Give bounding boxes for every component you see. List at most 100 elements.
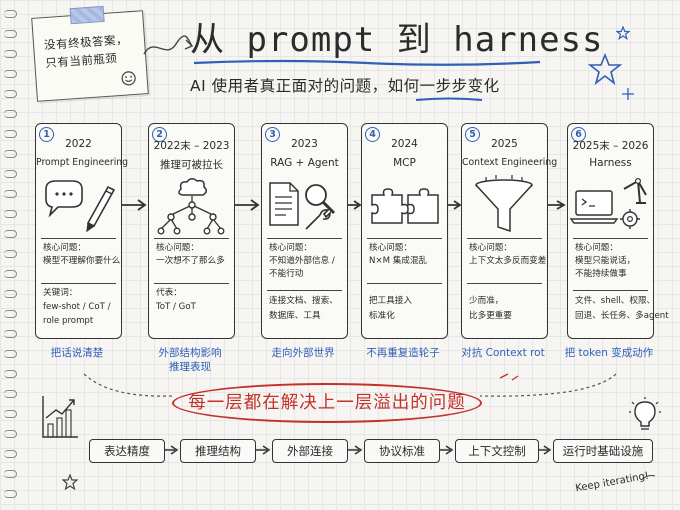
- arrow-right-icon: [122, 199, 147, 211]
- problem-line: 上下文太多反而变差: [469, 256, 547, 266]
- smiley-icon: [121, 71, 136, 86]
- stage-caption: 外部结构影响推理表现: [141, 346, 239, 374]
- flow-step: 外部连接: [272, 439, 348, 463]
- binding-ring: [4, 410, 17, 418]
- stage-caption: 把话说清楚: [28, 346, 126, 360]
- divider: [467, 283, 542, 284]
- lightbulb-icon: [629, 397, 661, 430]
- puzzle-pieces-icon: [371, 188, 439, 224]
- detail-line: role prompt: [43, 316, 94, 326]
- arrow-right-icon: [235, 199, 260, 211]
- divider: [267, 238, 342, 239]
- stage-year: 2025末 – 2026: [572, 140, 649, 152]
- binding-ring: [4, 430, 17, 438]
- stage-caption: 走向外部世界: [254, 346, 352, 360]
- stage-topic: RAG + Agent: [270, 157, 339, 169]
- problem-line: 模型只能说话，: [575, 256, 636, 266]
- sparkle-icon: [622, 88, 634, 100]
- arrow-right-icon: [547, 200, 566, 210]
- binding-ring: [4, 70, 17, 78]
- caption-line: 走向外部世界: [271, 347, 335, 359]
- binding-ring: [4, 250, 17, 258]
- stage-year: 2025: [491, 138, 518, 150]
- binding-ring: [4, 310, 17, 318]
- stage-card-4: 4 2024 MCP 核心问题： N×M 集成混乱 把工具接入 标准化: [361, 123, 448, 339]
- title-underline: [193, 59, 541, 66]
- detail-line: ToT / GoT: [156, 302, 196, 312]
- flow-step: 运行时基础设施: [553, 439, 653, 463]
- flow-step: 上下文控制: [455, 439, 539, 463]
- page-title: 从 prompt 到 harness: [190, 20, 604, 60]
- binding-ring: [4, 110, 17, 118]
- stage-year: 2024: [391, 138, 418, 150]
- stage-number: 4: [365, 127, 380, 142]
- problem-line: 核心问题：: [469, 243, 512, 253]
- arrow-right-icon: [538, 445, 552, 455]
- flow-step: 协议标准: [364, 439, 440, 463]
- problem-line: 核心问题：: [575, 243, 618, 253]
- binding-ring: [4, 470, 17, 478]
- stage-topic: 推理可被拉长: [160, 159, 223, 171]
- binding-ring: [4, 490, 17, 498]
- stage-number: 6: [571, 127, 586, 142]
- growth-chart-icon: [42, 396, 78, 438]
- problem-line: 核心问题：: [269, 243, 312, 253]
- star-icon: [588, 52, 622, 86]
- arrow-right-icon: [347, 200, 362, 210]
- stage-card-3: 3 2023 RAG + Agent 核心问题： 不知道外部信息 / 不能行动 …: [261, 123, 348, 339]
- curly-arrow-icon: [143, 35, 194, 55]
- divider: [154, 238, 229, 239]
- arrow-right-icon: [447, 200, 462, 210]
- binding-ring: [4, 170, 17, 178]
- stage-year: 2022: [65, 138, 92, 150]
- stage-year: 2022末 – 2023: [153, 140, 230, 152]
- star-icon: [62, 474, 78, 490]
- detail-line: 数据库、工具: [269, 311, 321, 321]
- binding-ring: [4, 210, 17, 218]
- problem-line: N×M 集成混乱: [369, 256, 428, 266]
- binding-ring: [4, 270, 17, 278]
- divider: [573, 290, 648, 291]
- divider: [41, 238, 116, 239]
- caption-line: 外部结构影响: [158, 347, 222, 359]
- stage-card-1: 1 2022 Prompt Engineering 核心问题： 模型不理解你要什…: [35, 123, 128, 339]
- divider: [467, 238, 542, 239]
- stage-caption: 把 token 变成动作: [560, 346, 658, 360]
- arrow-right-icon: [256, 445, 271, 455]
- problem-line: 模型不理解你要什么: [43, 256, 121, 266]
- divider: [573, 238, 648, 239]
- tape-icon: [69, 5, 105, 25]
- detail-line: 少而准，: [469, 296, 504, 306]
- stage-number: 3: [265, 127, 280, 142]
- binding-ring: [4, 130, 17, 138]
- stage-topic: Context Engineering: [462, 157, 558, 168]
- binding-ring: [4, 30, 17, 38]
- binding-ring: [4, 50, 17, 58]
- detail-line: 回退、长任务、多agent: [575, 311, 669, 321]
- stage-card-6: 6 2025末 – 2026 Harness 核心问题： 模型只能说话， 不能持…: [567, 123, 669, 339]
- detail-line: 标准化: [369, 311, 395, 321]
- notebook-binding: [2, 0, 17, 510]
- thought-tree-icon: [157, 178, 225, 235]
- stage-year: 2023: [291, 138, 318, 150]
- binding-ring: [4, 390, 17, 398]
- arrow-right-icon: [348, 445, 363, 455]
- stage-topic: MCP: [393, 157, 416, 169]
- arrow-right-icon: [164, 445, 179, 455]
- binding-ring: [4, 450, 17, 458]
- problem-line: 不知道外部信息 /: [269, 256, 335, 266]
- caption-line: 不再重复造轮子: [366, 347, 440, 359]
- funnel-icon: [475, 175, 533, 233]
- caption-line: 把 token 变成动作: [564, 347, 654, 359]
- binding-ring: [4, 330, 17, 338]
- stage-number: 2: [152, 127, 167, 142]
- stage-card-5: 5 2025 Context Engineering 核心问题： 上下文太多反而…: [461, 123, 558, 339]
- divider: [367, 238, 442, 239]
- divider: [267, 290, 342, 291]
- detail-line: 比多更重要: [469, 311, 512, 321]
- problem-line: 核心问题：: [43, 243, 86, 253]
- star-icon: [616, 26, 630, 40]
- detail-line: few-shot / CoT /: [43, 302, 111, 312]
- detail-line: 文件、shell、权限、: [575, 296, 656, 306]
- document-magnifier-wrench-icon: [269, 182, 336, 230]
